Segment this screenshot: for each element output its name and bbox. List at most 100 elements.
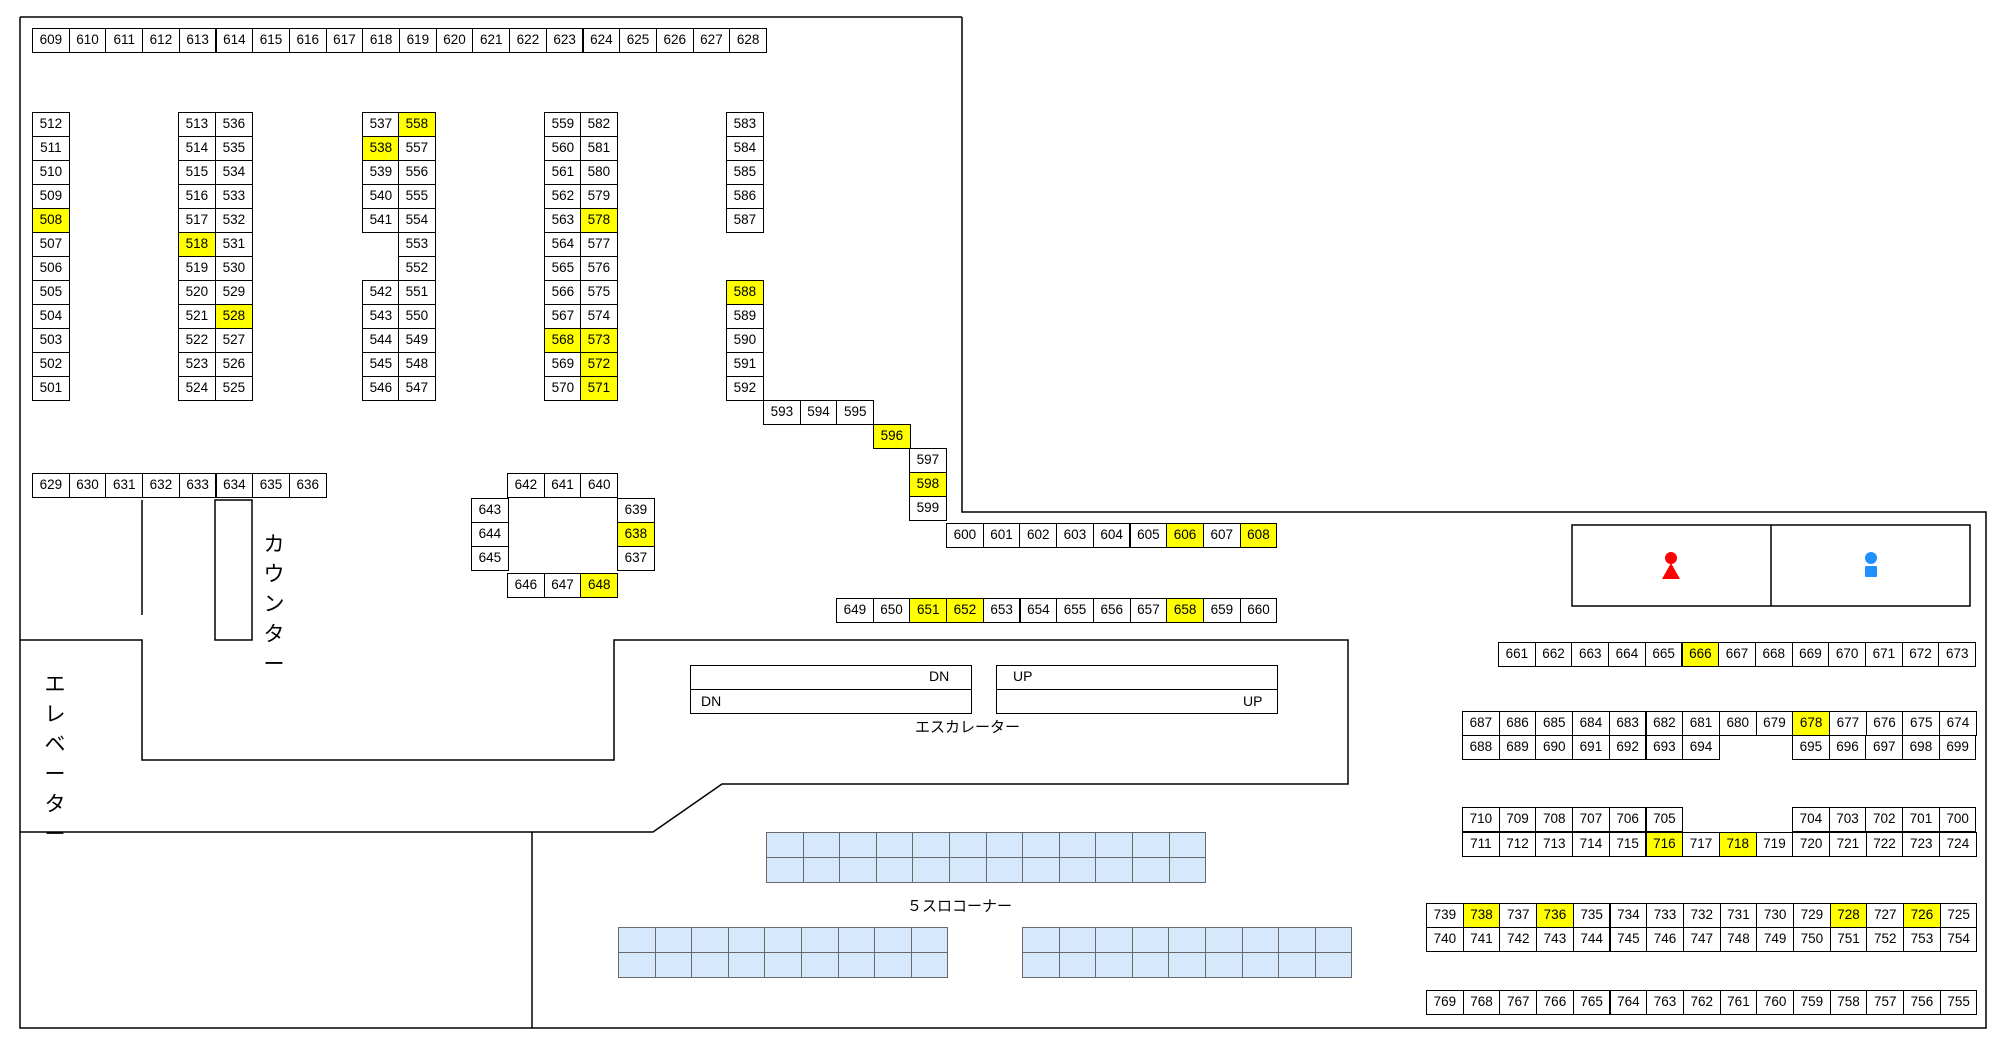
seat-726: 726 [1903, 903, 1941, 928]
seat-686: 686 [1498, 711, 1537, 736]
escalator-up-label-top: UP [1013, 668, 1033, 684]
seat-607: 607 [1202, 523, 1241, 548]
seat-637: 637 [617, 546, 655, 571]
seat-640: 640 [580, 473, 619, 498]
seat-572: 572 [580, 352, 618, 377]
seat-561: 561 [544, 160, 582, 185]
seat-643: 643 [471, 498, 509, 523]
seat-762: 762 [1682, 990, 1721, 1015]
slot-bottom-left-slot [727, 927, 766, 953]
seat-628: 628 [729, 28, 767, 53]
seat-645: 645 [471, 546, 509, 571]
seat-670: 670 [1828, 642, 1866, 667]
seat-757: 757 [1866, 990, 1905, 1015]
slot-bottom-right-slot [1095, 927, 1133, 953]
slot-bottom-right-slot [1168, 952, 1206, 978]
seat-592: 592 [726, 376, 764, 401]
seat-741: 741 [1462, 927, 1501, 952]
seat-712: 712 [1498, 832, 1537, 857]
slot-top-slot [875, 832, 914, 858]
seat-588: 588 [726, 280, 764, 305]
seat-517: 517 [178, 208, 216, 233]
seat-601: 601 [982, 523, 1021, 548]
seat-738: 738 [1462, 903, 1501, 928]
seat-698: 698 [1902, 735, 1940, 760]
seat-625: 625 [619, 28, 657, 53]
seat-563: 563 [544, 208, 582, 233]
seat-603: 603 [1056, 523, 1094, 548]
seat-570: 570 [544, 376, 582, 401]
seat-578: 578 [580, 208, 618, 233]
slot-top-slot [839, 832, 877, 858]
man-icon [1865, 552, 1877, 577]
seat-709: 709 [1498, 807, 1537, 832]
seat-650: 650 [872, 598, 911, 623]
seat-714: 714 [1572, 832, 1610, 857]
seat-656: 656 [1092, 598, 1131, 623]
escalator-up: UP UP [996, 665, 1278, 714]
seat-767: 767 [1499, 990, 1538, 1015]
woman-icon [1662, 552, 1680, 579]
seat-507: 507 [32, 232, 70, 257]
seat-745: 745 [1609, 927, 1648, 952]
seat-532: 532 [215, 208, 253, 233]
seat-754: 754 [1939, 927, 1978, 952]
seat-671: 671 [1865, 642, 1903, 667]
slot-bottom-right-slot [1058, 952, 1097, 978]
seat-768: 768 [1462, 990, 1501, 1015]
slot-top-slot [839, 857, 877, 883]
seat-526: 526 [215, 352, 253, 377]
seat-690: 690 [1535, 735, 1574, 760]
seat-553: 553 [398, 232, 436, 257]
slot-top-slot [1132, 857, 1170, 883]
seat-715: 715 [1608, 832, 1647, 857]
slot-bottom-right-slot [1022, 927, 1060, 953]
seat-717: 717 [1682, 832, 1720, 857]
seat-744: 744 [1572, 927, 1611, 952]
slot-top-slot [1095, 832, 1133, 858]
seat-547: 547 [398, 376, 436, 401]
seat-708: 708 [1535, 807, 1574, 832]
seat-688: 688 [1462, 735, 1500, 760]
seat-565: 565 [544, 256, 582, 281]
seat-583: 583 [726, 112, 764, 137]
slot-bottom-left-slot [618, 927, 656, 953]
seat-663: 663 [1571, 642, 1610, 667]
seat-734: 734 [1609, 903, 1648, 928]
seat-658: 658 [1166, 598, 1204, 623]
seat-692: 692 [1608, 735, 1647, 760]
seat-627: 627 [692, 28, 731, 53]
seat-727: 727 [1866, 903, 1905, 928]
seat-729: 729 [1793, 903, 1831, 928]
seat-544: 544 [362, 328, 400, 353]
seat-740: 740 [1426, 927, 1464, 952]
seat-535: 535 [215, 136, 253, 161]
seat-662: 662 [1534, 642, 1573, 667]
seat-735: 735 [1572, 903, 1611, 928]
seat-551: 551 [398, 280, 436, 305]
seat-629: 629 [32, 473, 70, 498]
seat-605: 605 [1129, 523, 1168, 548]
seat-759: 759 [1793, 990, 1831, 1015]
seat-624: 624 [582, 28, 621, 53]
slot-bottom-right-slot [1278, 927, 1316, 953]
seat-511: 511 [32, 136, 70, 161]
seat-647: 647 [543, 573, 582, 598]
seat-527: 527 [215, 328, 253, 353]
seat-699: 699 [1938, 735, 1977, 760]
seat-676: 676 [1865, 711, 1904, 736]
seat-503: 503 [32, 328, 70, 353]
slot-bottom-right-slot [1314, 952, 1353, 978]
seat-746: 746 [1646, 927, 1684, 952]
seat-600: 600 [946, 523, 984, 548]
slot-top-slot [1058, 832, 1097, 858]
seat-568: 568 [544, 328, 582, 353]
seat-552: 552 [398, 256, 436, 281]
slot-bottom-right-slot [1095, 952, 1133, 978]
seat-604: 604 [1092, 523, 1131, 548]
seat-732: 732 [1682, 903, 1721, 928]
slot-top-slot [875, 857, 914, 883]
seat-648: 648 [580, 573, 619, 598]
seat-664: 664 [1608, 642, 1646, 667]
escalator-down: DN DN [690, 665, 972, 714]
